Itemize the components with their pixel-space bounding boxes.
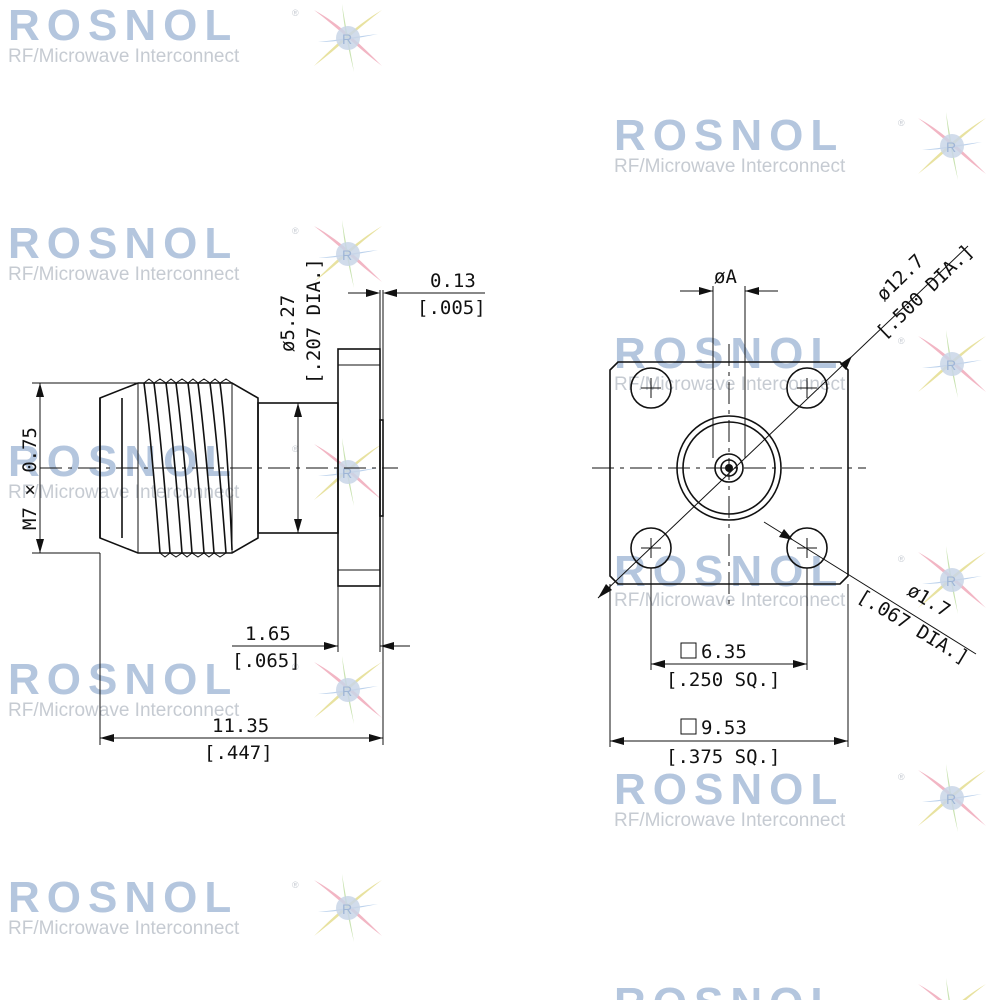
watermark-brand: ROSNOL: [614, 765, 844, 814]
watermark-tagline: RF/Microwave Interconnect: [8, 46, 240, 67]
watermark-logo-letter: R: [946, 357, 956, 373]
watermark-registered: ®: [898, 336, 905, 346]
watermark-brand: ROSNOL: [8, 219, 238, 268]
hole-spacing-in: [.250 SQ.]: [666, 669, 780, 691]
watermark-bottom-right-partial: ROSNOL: [614, 978, 986, 1000]
dia-a-label: øA: [714, 266, 737, 288]
watermark-brand: ROSNOL: [614, 979, 844, 1000]
watermark-right-4: ROSNOL ® RF/Microwave Interconnect R: [614, 764, 986, 832]
flange-size-mm: 9.53: [701, 717, 747, 739]
watermark-brand: ROSNOL: [8, 1, 238, 50]
mounting-hole: [630, 367, 672, 409]
watermark-tagline: RF/Microwave Interconnect: [8, 482, 240, 503]
pin-length-mm: 0.13: [430, 270, 476, 292]
watermark-tagline: RF/Microwave Interconnect: [614, 156, 846, 177]
flange-thickness-mm: 1.65: [245, 623, 291, 645]
square-symbol-icon: [680, 642, 697, 659]
pin-protrusion: [379, 419, 384, 517]
watermark-registered: ®: [898, 772, 905, 782]
watermark-logo-letter: R: [946, 791, 956, 807]
watermark-logo-letter: R: [342, 901, 352, 917]
flange-size-in: [.375 SQ.]: [666, 746, 780, 768]
watermark-logo-letter: R: [342, 683, 352, 699]
watermark-tagline: RF/Microwave Interconnect: [614, 374, 846, 395]
watermark-tagline: RF/Microwave Interconnect: [8, 700, 240, 721]
watermark-left-3: ROSNOL ® RF/Microwave Interconnect R: [8, 437, 382, 506]
watermark-registered: ®: [898, 554, 905, 564]
watermark-right-2: ROSNOL ® RF/Microwave Interconnect R: [614, 329, 986, 398]
watermark-logo-letter: R: [946, 139, 956, 155]
mounting-hole: [786, 367, 828, 409]
hole-spacing-mm: 6.35: [701, 641, 747, 663]
watermark-registered: ®: [292, 880, 299, 890]
watermark-registered: ®: [292, 8, 299, 18]
body-diameter-mm: ø5.27: [277, 295, 299, 352]
thread-spec-label: M7 × 0.75: [19, 427, 41, 530]
watermark-left-2: ROSNOL ® RF/Microwave Interconnect R: [8, 219, 382, 288]
flange-thickness-in: [.065]: [232, 650, 301, 672]
side-view: M7 × 0.75 ø5.27 [.207 DIA.] 0.13 [.005] …: [19, 258, 486, 764]
body-outer-circle: [676, 415, 782, 521]
watermark-registered: ®: [292, 444, 299, 454]
overall-length-mm: 11.35: [212, 715, 269, 737]
center-pin: [725, 464, 733, 472]
watermark-tagline: RF/Microwave Interconnect: [614, 810, 846, 831]
watermark-brand: ROSNOL: [8, 437, 238, 486]
front-view: ø12.7 [.500 DIA.] øA ø1.7 [.067 DIA.] 6.…: [592, 240, 978, 768]
overall-length-in: [.447]: [204, 742, 273, 764]
dielectric-circle: [714, 453, 744, 483]
watermark-registered: ®: [292, 226, 299, 236]
body-diameter-in: [.207 DIA.]: [303, 258, 325, 384]
watermark-tagline: RF/Microwave Interconnect: [8, 918, 240, 939]
watermark-top-right: ROSNOL ® RF/Microwave Interconnect R: [614, 111, 986, 180]
watermark-logo-letter: R: [342, 247, 352, 263]
watermark-left-5: ROSNOL ® RF/Microwave Interconnect R: [8, 873, 382, 942]
threaded-coupling: [99, 378, 259, 558]
watermark-registered: ®: [292, 662, 299, 672]
watermark-logo-letter: R: [342, 31, 352, 47]
watermark-left-4: ROSNOL ® RF/Microwave Interconnect R: [8, 655, 382, 724]
watermark-registered: ®: [898, 118, 905, 128]
watermark-brand: ROSNOL: [8, 873, 238, 922]
watermark-tagline: RF/Microwave Interconnect: [614, 590, 846, 611]
watermark-tagline: RF/Microwave Interconnect: [8, 264, 240, 285]
watermark-logo-letter: R: [946, 573, 956, 589]
watermark-top-left: ROSNOL ® RF/Microwave Interconnect R: [8, 1, 382, 72]
pin-length-in: [.005]: [417, 297, 486, 319]
watermark-brand: ROSNOL: [8, 655, 238, 704]
watermark-brand: ROSNOL: [614, 111, 844, 160]
square-symbol-icon: [680, 718, 697, 735]
watermark-logo-letter: R: [342, 465, 352, 481]
